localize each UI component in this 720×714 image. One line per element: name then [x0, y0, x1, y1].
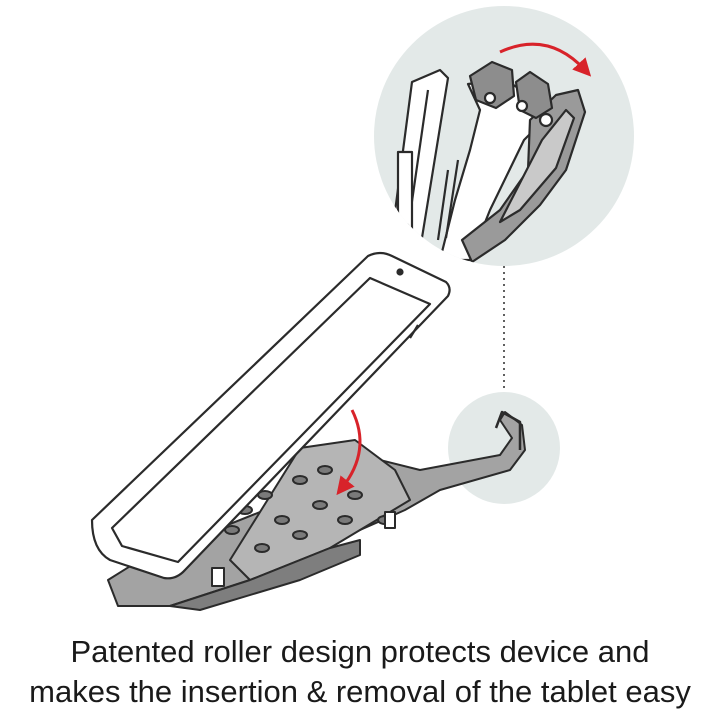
rotation-arrow [499, 42, 592, 77]
product-illustration [90, 6, 634, 611]
tablet [90, 251, 451, 580]
roller-detail-circle [374, 6, 634, 266]
tablet-cradle [107, 410, 526, 611]
caption-line-2: makes the insertion & removal of the tab… [29, 674, 691, 709]
caption-line-1: Patented roller design protects device a… [70, 634, 650, 669]
insertion-arrow [336, 409, 362, 496]
